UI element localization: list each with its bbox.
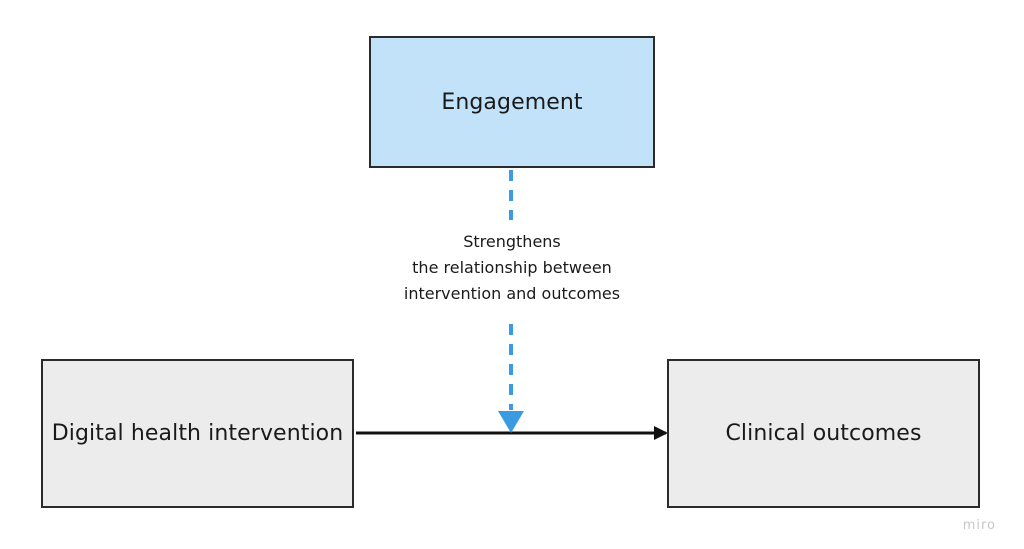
moderation-note-line-3: intervention and outcomes (403, 284, 621, 303)
outcomes-node[interactable]: Clinical outcomes (667, 359, 980, 508)
engagement-label: Engagement (441, 89, 583, 115)
outcomes-label: Clinical outcomes (725, 421, 922, 446)
miro-watermark: miro (962, 518, 996, 533)
intervention-label: Digital health intervention (51, 421, 344, 446)
moderation-note-line-2: the relationship between (412, 258, 612, 277)
engagement-node[interactable]: Engagement (369, 36, 655, 168)
intervention-node[interactable]: Digital health intervention (41, 359, 354, 508)
moderation-note: Strengthens the relationship between int… (381, 229, 643, 307)
moderation-note-line-1: Strengthens (463, 232, 561, 251)
moderation-arrowhead (498, 411, 524, 433)
